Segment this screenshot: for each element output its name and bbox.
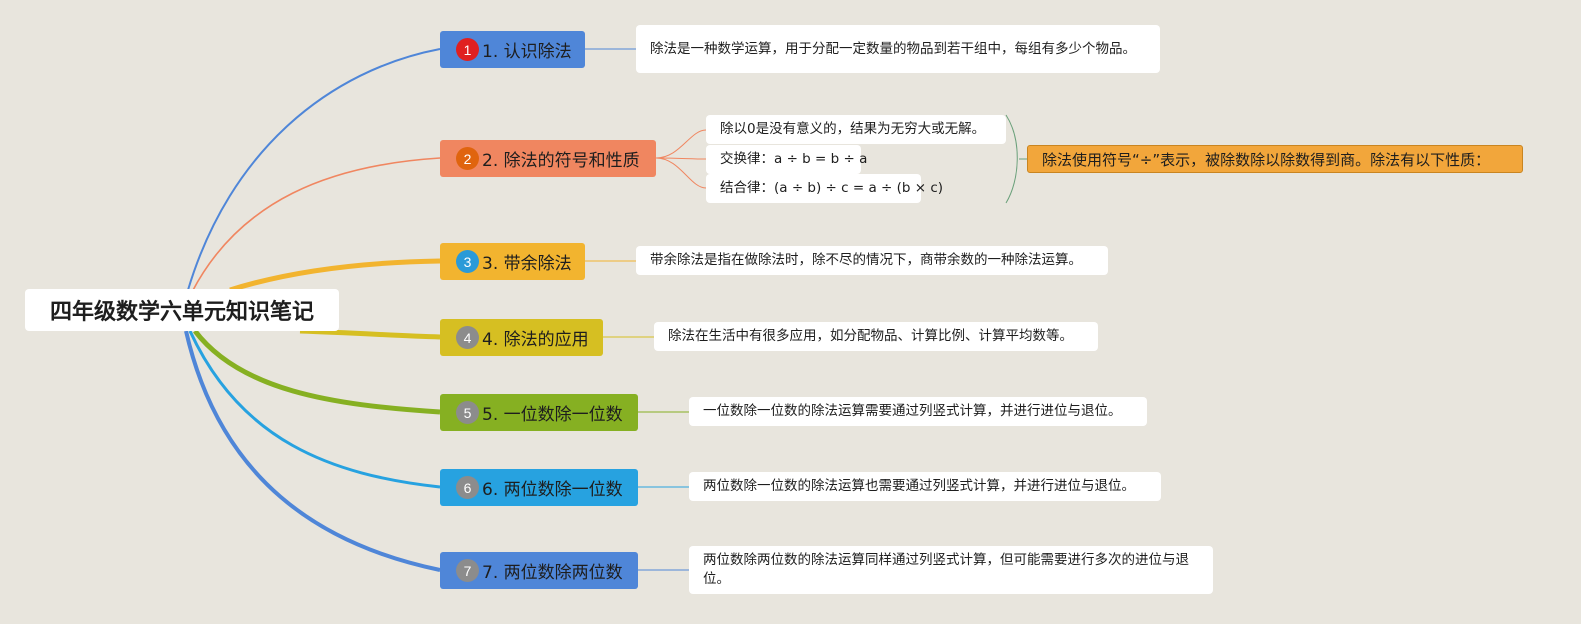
note-2c[interactable]: 结合律：(a ÷ b) ÷ c = a ÷ (b × c) [706, 174, 943, 203]
note-text: 结合律：(a ÷ b) ÷ c = a ÷ (b × c) [720, 180, 944, 196]
branch-label: 3. 带余除法 [482, 254, 572, 274]
link-root-branch-3 [229, 258, 441, 293]
note-3[interactable]: 带余除法是指在做除法时，除不尽的情况下，商带余数的一种除法运算。 [636, 246, 1108, 275]
note-5[interactable]: 一位数除一位数的除法运算需要通过列竖式计算，并进行进位与退位。 [689, 397, 1147, 426]
branch-label: 7. 两位数除两位数 [482, 563, 623, 583]
number-badge-icon: 2 [456, 147, 479, 170]
note-7[interactable]: 两位数除两位数的除法运算同样通过列竖式计算，但可能需要进行多次的进位与退位。 [689, 546, 1213, 594]
link-root-branch-7 [184, 330, 441, 572]
note-2b[interactable]: 交换律：a ÷ b = b ÷ a [706, 145, 867, 174]
note-4[interactable]: 除法在生活中有很多应用，如分配物品、计算比例、计算平均数等。 [654, 322, 1098, 351]
link-note-2b [655, 157, 707, 160]
note-2a[interactable]: 除以0是没有意义的，结果为无穷大或无解。 [706, 115, 1006, 144]
number-badge-icon: 4 [456, 326, 479, 349]
summary-topic[interactable]: 除法使用符号“÷”表示，被除数除以除数得到商。除法有以下性质： [1027, 145, 1523, 173]
note-text: 两位数除一位数的除法运算也需要通过列竖式计算，并进行进位与退位。 [703, 478, 1135, 494]
link-root-branch-1 [187, 48, 441, 291]
note-text: 一位数除一位数的除法运算需要通过列竖式计算，并进行进位与退位。 [703, 403, 1122, 419]
note-text: 带余除法是指在做除法时，除不尽的情况下，商带余数的一种除法运算。 [650, 252, 1082, 268]
branch-7[interactable]: 7 7. 两位数除两位数 [440, 552, 638, 589]
branch-1[interactable]: 1 1. 认识除法 [440, 31, 585, 68]
summary-bracket [1005, 114, 1018, 204]
note-text: 除以0是没有意义的，结果为无穷大或无解。 [720, 121, 986, 137]
branch-3[interactable]: 3 3. 带余除法 [440, 243, 585, 280]
branch-label: 4. 除法的应用 [482, 330, 589, 350]
branch-label: 2. 除法的符号和性质 [482, 151, 640, 171]
number-badge-icon: 1 [456, 38, 479, 61]
link-note-2c [655, 157, 707, 189]
branch-5[interactable]: 5 5. 一位数除一位数 [440, 394, 638, 431]
root-title: 四年级数学六单元知识笔记 [49, 300, 314, 325]
note-text: 除法是一种数学运算，用于分配一定数量的物品到若干组中，每组有多少个物品。 [650, 40, 1136, 57]
number-badge-icon: 6 [456, 476, 479, 499]
branch-label: 1. 认识除法 [482, 42, 572, 62]
branch-label: 5. 一位数除一位数 [482, 405, 623, 425]
note-text: 两位数除两位数的除法运算同样通过列竖式计算，但可能需要进行多次的进位与退位。 [703, 552, 1189, 587]
branch-6[interactable]: 6 6. 两位数除一位数 [440, 469, 638, 506]
summary-text: 除法使用符号“÷”表示，被除数除以除数得到商。除法有以下性质： [1042, 150, 1491, 169]
number-badge-icon: 3 [456, 250, 479, 273]
note-text: 交换律：a ÷ b = b ÷ a [720, 151, 868, 167]
note-text: 除法在生活中有很多应用，如分配物品、计算比例、计算平均数等。 [668, 328, 1073, 344]
link-root-branch-4 [299, 328, 441, 340]
link-root-branch-6 [188, 330, 441, 489]
link-root-branch-2 [191, 157, 441, 293]
root-topic[interactable]: 四年级数学六单元知识笔记 [25, 289, 339, 331]
link-note-2a [655, 129, 707, 159]
note-6[interactable]: 两位数除一位数的除法运算也需要通过列竖式计算，并进行进位与退位。 [689, 472, 1161, 501]
number-badge-icon: 7 [456, 559, 479, 582]
branch-label: 6. 两位数除一位数 [482, 480, 623, 500]
link-root-branch-5 [193, 329, 441, 415]
note-1[interactable]: 除法是一种数学运算，用于分配一定数量的物品到若干组中，每组有多少个物品。 [636, 25, 1160, 73]
branch-4[interactable]: 4 4. 除法的应用 [440, 319, 603, 356]
branch-2[interactable]: 2 2. 除法的符号和性质 [440, 140, 656, 177]
number-badge-icon: 5 [456, 401, 479, 424]
